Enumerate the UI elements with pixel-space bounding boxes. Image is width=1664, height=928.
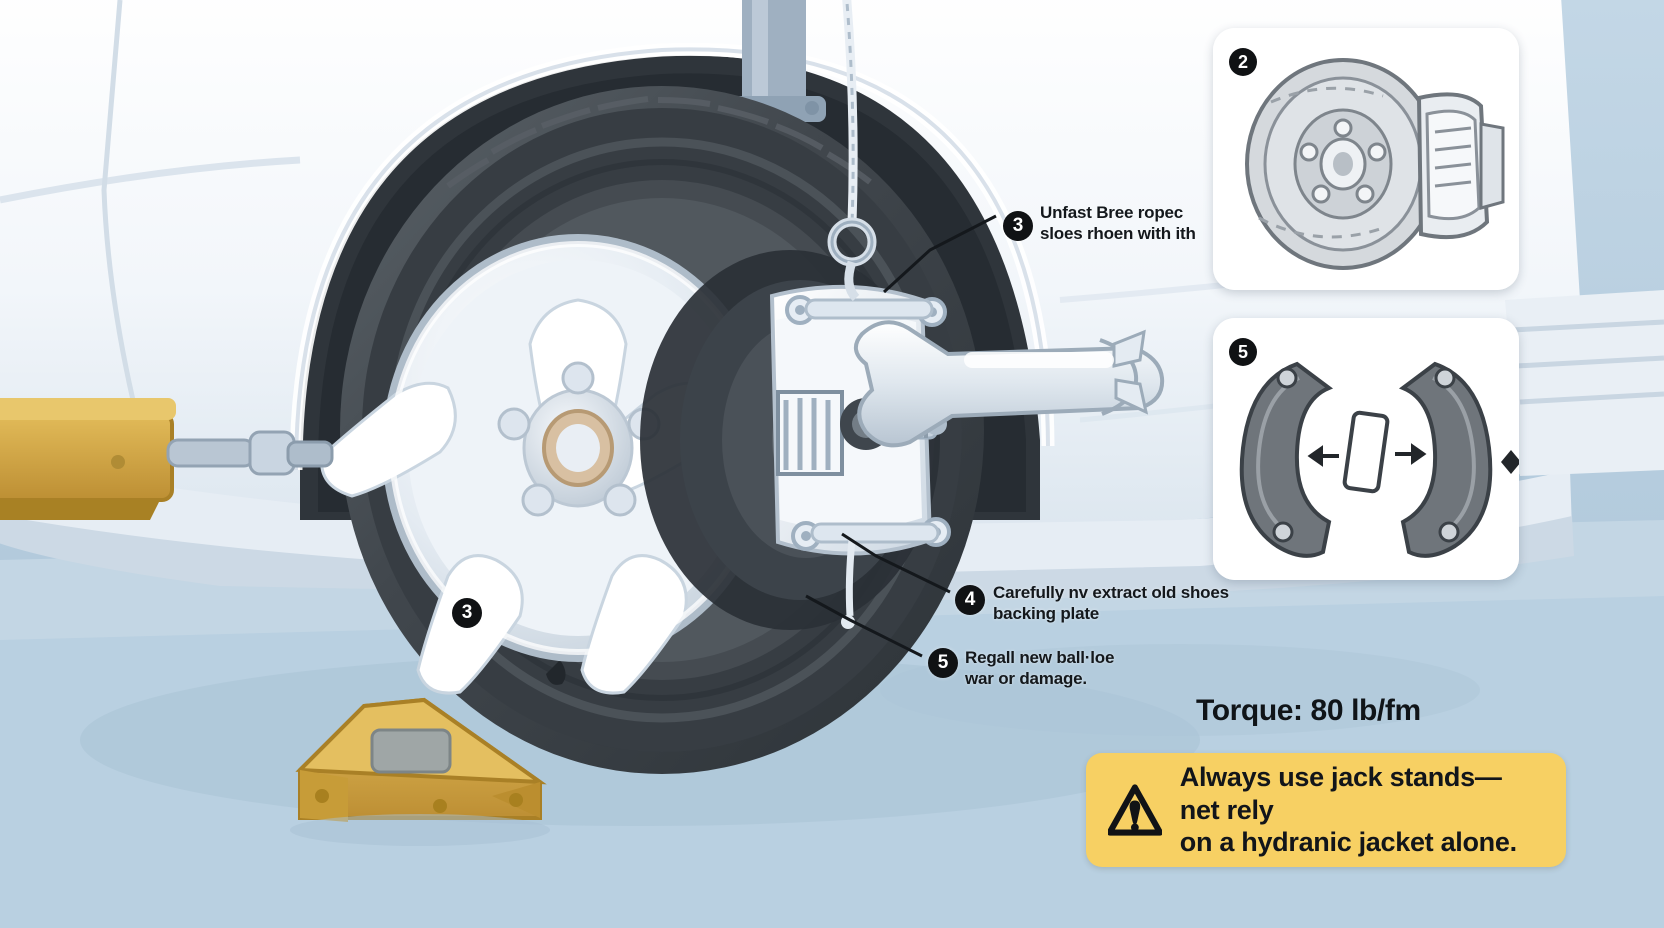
inset-badge-5: 5 — [1229, 338, 1257, 366]
callout-badge-3: 3 — [1003, 211, 1033, 241]
warning-triangle-icon — [1108, 784, 1162, 836]
brake-hose-cable — [827, 0, 877, 629]
callout-text-5: Regall new ball·loe war or damage. — [965, 648, 1115, 688]
inset-rotor-caliper: 2 — [1213, 28, 1519, 290]
callout-badge-5: 5 — [928, 648, 958, 678]
inset-rotor-caliper-drawing — [1213, 28, 1519, 290]
warning-banner-text: Always use jack stands—net rely on a hyd… — [1179, 762, 1517, 858]
callout-badge-3-number: 3 — [1012, 215, 1024, 236]
callout-text-4: Carefully nv extract old shoes backing p… — [993, 583, 1229, 623]
inset-badge-2-number: 2 — [1237, 51, 1248, 72]
callout-leader-lines — [805, 214, 997, 658]
inset-badge-2: 2 — [1229, 48, 1257, 76]
wheel-badge-3-number: 3 — [461, 602, 473, 623]
callout-badge-4-number: 4 — [964, 589, 976, 610]
wheel-badge-3: 3 — [452, 598, 482, 628]
inset-brake-shoes: 5 — [1213, 318, 1519, 580]
wrench-tool — [854, 320, 1165, 448]
callout-badge-5-number: 5 — [937, 652, 949, 673]
inset-brake-shoes-drawing — [1213, 318, 1519, 580]
inset-badge-5-number: 5 — [1237, 341, 1248, 362]
callout-text-3: Unfast Bree ropec sloes rhoen with ith — [1040, 203, 1196, 243]
torque-spec-label: Torque: 80 lb/fm — [1196, 694, 1421, 727]
floor-jack — [0, 398, 334, 520]
wheel-chock — [290, 697, 550, 846]
safety-warning-banner: Always use jack stands—net rely on a hyd… — [1086, 753, 1566, 867]
callout-badge-4: 4 — [955, 585, 985, 615]
